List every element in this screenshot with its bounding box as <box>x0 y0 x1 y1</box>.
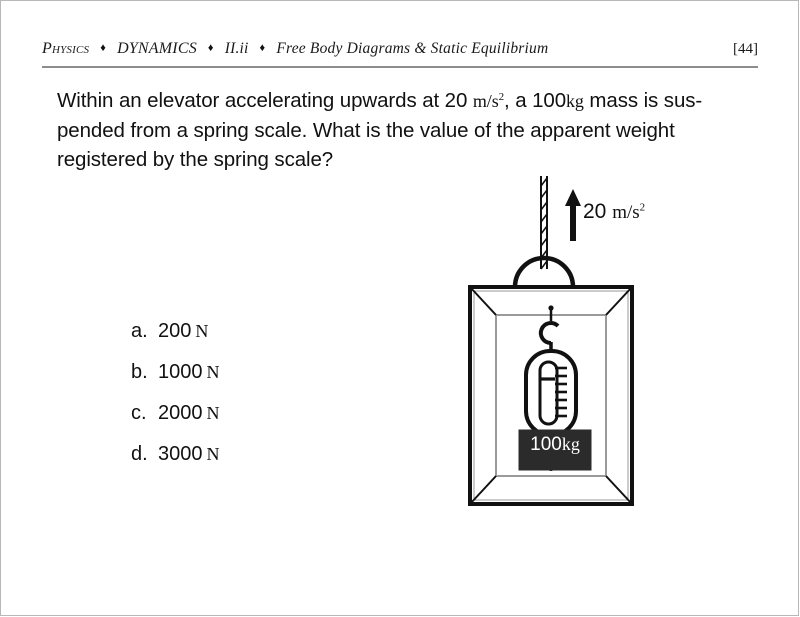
answer-value-b: 1000 <box>158 361 203 383</box>
question-line2: pended from a spring scale. What is the … <box>57 119 675 142</box>
spring-scale-tick-marks <box>555 366 567 418</box>
header-divider <box>42 66 758 68</box>
elevator-diagram: 20 m/s2 100kg <box>455 176 685 516</box>
mass-unit: kg <box>566 91 584 111</box>
suspension-cable-icon <box>540 176 548 270</box>
spring-scale-gauge-tube <box>538 360 559 426</box>
breadcrumb-section: II.ii <box>224 40 249 57</box>
acceleration-unit-label: m/s2 <box>612 201 646 223</box>
elevator-perspective-edges <box>469 286 633 505</box>
mass-block <box>518 429 592 471</box>
answer-letter-c: c. <box>131 402 147 424</box>
breadcrumb-separator-3: ♦ <box>259 42 266 54</box>
answer-letter-a: a. <box>131 320 148 342</box>
spring-scale-top-hook-icon <box>538 321 560 346</box>
elevator-outer-wall-shadow <box>473 290 629 501</box>
answer-letter-d: d. <box>131 443 148 465</box>
elevator-outer-wall <box>468 285 634 506</box>
ceiling-attachment-icon <box>548 305 554 321</box>
answer-value-a: 200 <box>158 320 192 342</box>
breadcrumb-topic: DYNAMICS <box>117 40 197 57</box>
acceleration-label: 20 m/s2 <box>583 200 645 224</box>
page-number: [44] <box>733 41 758 57</box>
question-line1-part2: , a 100 <box>504 89 567 112</box>
acceleration-unit: m/s2 <box>472 91 505 111</box>
acceleration-value: 20 <box>583 200 607 223</box>
answer-value-d: 3000 <box>158 443 203 465</box>
answer-unit-c: N <box>206 403 220 423</box>
elevator-diagram-svg <box>468 176 634 506</box>
breadcrumb-title: Free Body Diagrams & Static Equilibrium <box>276 40 549 57</box>
acceleration-arrow-icon <box>565 189 581 241</box>
answer-unit-b: N <box>206 362 220 382</box>
breadcrumb-separator-2: ♦ <box>207 42 214 54</box>
answer-value-c: 2000 <box>158 402 203 424</box>
question-line1-part1: Within an elevator accelerating upwards … <box>57 89 473 112</box>
question-text: Within an elevator accelerating upwards … <box>57 86 757 174</box>
breadcrumb-separator-1: ♦ <box>100 42 107 54</box>
page-header: Physics ♦ DYNAMICS ♦ II.ii ♦ Free Body Diagram… <box>42 40 758 64</box>
answer-letter-b: b. <box>131 361 148 383</box>
question-line3: registered by the spring scale? <box>57 148 334 171</box>
answer-unit-a: N <box>195 321 209 341</box>
elevator-bail-icon <box>512 255 576 288</box>
breadcrumb: Physics ♦ DYNAMICS ♦ II.ii ♦ Free Body Diagram… <box>42 40 548 58</box>
breadcrumb-subject: Physics <box>42 40 90 57</box>
answer-unit-d: N <box>206 444 220 464</box>
question-line1-part3: mass is sus- <box>583 89 703 112</box>
